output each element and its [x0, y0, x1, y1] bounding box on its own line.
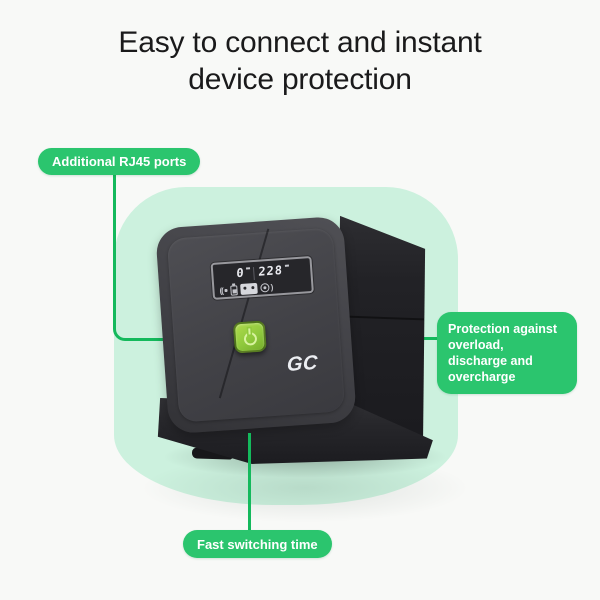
lcd-voltage-cell: 228: [254, 262, 306, 279]
title-line-1: Easy to connect and instant: [118, 26, 482, 59]
lcd-display: 0 228 (( ): [210, 255, 314, 300]
battery-icon: [230, 284, 239, 296]
lcd-load-cell: 0: [218, 266, 254, 281]
brand-logo: GC: [286, 351, 319, 376]
callout-switching-label: Fast switching time: [197, 536, 318, 552]
callout-rj45-ports: Additional RJ45 ports: [38, 148, 201, 175]
bulb-icon-wave: ): [270, 282, 274, 292]
bulb-icon: [260, 282, 271, 293]
power-icon-bar: [248, 328, 251, 335]
callout-fast-switching: Fast switching time: [183, 530, 332, 558]
lcd-load-value: 0: [235, 265, 245, 281]
page-title: Easy to connect and instant device prote…: [0, 24, 600, 98]
ground-shadow: [135, 452, 475, 524]
power-button: [232, 320, 267, 354]
speaker-icon: ((: [219, 285, 224, 295]
lcd-load-unit-mark: [245, 267, 251, 270]
callout-line-rj45: [113, 174, 163, 341]
lcd-voltage-value: 228: [258, 262, 284, 279]
lcd-voltage-unit-mark: [284, 264, 289, 267]
callout-line-switching: [248, 433, 251, 531]
title-line-2: device protection: [188, 63, 412, 96]
outlet-icon: [240, 282, 259, 295]
callout-protection-label: Protection against overload, discharge a…: [448, 322, 558, 384]
device-front-panel: 0 228 (( ): [155, 215, 357, 435]
callout-protection: Protection against overload, discharge a…: [437, 312, 577, 394]
callout-line-protection: [419, 337, 438, 340]
callout-rj45-label: Additional RJ45 ports: [52, 154, 187, 169]
speaker-icon-dot: [224, 288, 228, 293]
